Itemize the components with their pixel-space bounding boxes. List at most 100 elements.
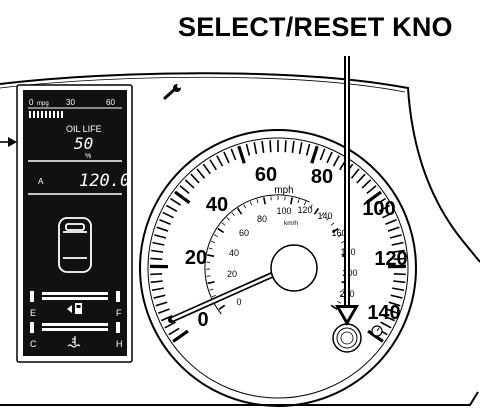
oil-life-label: OIL LIFE [66,124,102,134]
speedometer-tick [209,159,217,171]
speedometer-tick [378,204,391,212]
fuel-gauge [30,291,120,302]
oil-life-unit: % [85,153,91,160]
speedometer-tick [388,301,401,307]
speedometer-tick [298,142,303,155]
speedometer-tick [386,308,399,315]
speedometer-tick [387,226,400,232]
mph-unit-label: mph [274,185,293,196]
speedometer-tick [361,179,372,189]
display-pointer-arrowhead [8,137,17,147]
temperature-gauge [30,322,120,333]
speedometer-tick [269,140,272,153]
speedometer-tick [226,217,230,221]
speedometer-tick [313,207,320,215]
select-reset-knob-heading: SELECT/RESET KNO [178,12,453,42]
multi-information-display: 0 mpg 30 60 OIL LIFE 50 % A 120.0 [16,84,133,363]
mph-label-100: 100 [362,198,395,220]
speedometer-tick [310,204,313,209]
speedometer-tick [157,308,170,315]
speedometer-tick [190,173,200,184]
mpg-unit: mpg [37,101,49,107]
trip-label: A [38,177,44,186]
speedometer-tick [380,321,392,329]
speedometer-tick [208,247,213,250]
speedometer-tick [223,151,230,164]
speedometer-tick [305,143,311,156]
speedometer-tick [290,197,293,205]
odometer-icon [371,325,383,337]
speedometer-tick [385,219,397,226]
kmh-scale-arc [204,194,310,315]
kmh-label-40: 40 [229,248,239,258]
speedometer-tick [165,204,178,212]
speedometer-tick [249,201,253,206]
speedometer-tick [153,294,166,299]
speedometer-tick [179,185,190,195]
speedometer-tick [256,199,259,204]
cluster-outline [0,72,480,406]
coolant-temp-icon [67,336,81,348]
speedometer: mph km/h 0 20 40 60 80 100 120 140 0 20 … [139,129,417,407]
speedometer-tick [366,185,377,195]
needle-hub [270,244,318,292]
speedometer-tick [221,222,226,226]
speedometer-tick [211,240,216,244]
speedometer-tick [389,234,402,239]
speedometer-tick [326,151,333,164]
kmh-label-100: 100 [276,206,291,216]
speedometer-tick [164,321,176,329]
mph-tick-marks [149,140,407,343]
speedometer-tick [172,329,189,343]
mph-label-20: 20 [185,247,207,269]
speedometer-tick [263,197,266,205]
speedometer-tick [150,280,163,284]
speedometer-tick [184,179,195,189]
fuel-empty-label: E [30,308,36,318]
mpg-tick-0: 0 [29,98,34,107]
speedometer-tick [383,314,396,322]
speedometer-tick [392,249,405,253]
kmh-label-120: 120 [297,205,312,215]
speedometer-tick [154,234,167,239]
knob-callout-arrow [335,56,359,326]
speedometer-tick [350,168,360,179]
speedometer-tick [284,140,287,153]
speedometer-tick [393,257,406,261]
speedometer-tick [155,301,168,307]
mph-label-120: 120 [374,248,407,270]
speedometer-tick [390,294,403,299]
speedometer-tick [209,288,214,291]
speedometer-tick [196,168,206,179]
trip-knob-icon [332,323,362,353]
speedometer-tick [310,145,319,164]
speedometer-tick [218,304,226,310]
speedometer-tick [326,217,330,221]
speedometer-tick [151,287,164,292]
speedometer-tick [332,155,340,167]
speedometer-tick [321,212,325,216]
speedometer-tick [150,257,163,261]
speedometer-tick [170,197,181,206]
speedometer-tick [231,212,235,216]
fuel-full-label: F [116,308,122,318]
speedometer-tick [382,211,394,219]
speedometer-tick [174,190,191,204]
speedometer-tick [338,234,343,237]
speedometer-tick [207,281,215,285]
wrench-icon [161,84,183,102]
speedometer-tick [211,294,216,298]
speedometer-tick [393,280,406,284]
mph-label-60: 60 [255,164,277,186]
speedometer-tick [253,142,258,155]
mpg-bar-segments [29,111,63,118]
speedometer-tick [151,249,164,253]
speedometer-tick [331,227,339,234]
speedometer-tick [230,148,237,161]
speedometer-tick [243,204,246,209]
fuel-pump-icon [67,303,82,314]
mpg-tick-30: 30 [66,98,75,107]
speedometer-tick [159,219,171,226]
speedometer-tick [160,314,173,322]
speedometer-tick [216,155,224,167]
